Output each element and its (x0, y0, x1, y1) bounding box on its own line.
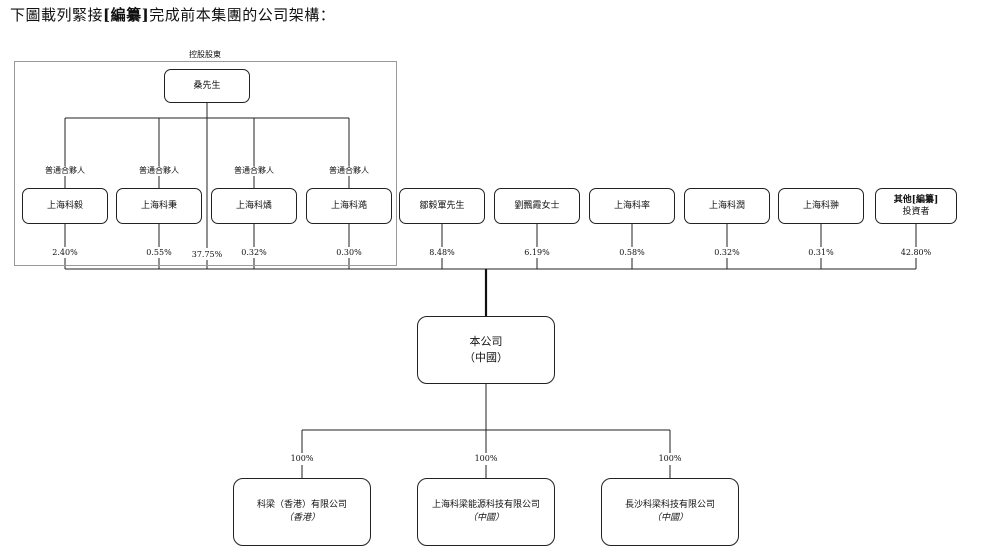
node-shanghai-keyi[interactable]: 上海科毅 (22, 188, 108, 224)
node-company[interactable]: 本公司 （中國） (417, 316, 555, 384)
node-label: 桑先生 (193, 81, 221, 91)
node-label: 上海科澔 (330, 201, 367, 211)
node-shanghai-kerun[interactable]: 上海科潤 (684, 188, 770, 224)
pct-label: 42.80% (900, 248, 932, 257)
gp-label: 普通合夥人 (45, 166, 85, 175)
subsidiary-jurisdiction: （中國） (467, 513, 504, 523)
pct-label: 0.58% (619, 248, 645, 257)
subsidiary-name: 上海科梁能源科技有限公司 (431, 500, 540, 510)
controlling-shareholders-title: 控股股東 (189, 50, 221, 59)
intro-suffix: 完成前本集團的公司架構： (149, 6, 336, 24)
node-label: 上海科燏 (235, 201, 272, 211)
pct-label: 0.32% (241, 248, 267, 257)
pct-label: 0.55% (146, 248, 172, 257)
gp-label: 普通合夥人 (234, 166, 274, 175)
node-shanghai-kehao[interactable]: 上海科澔 (306, 188, 392, 224)
subsidiary-jurisdiction: （香港） (283, 513, 320, 523)
node-other-investors[interactable]: 其他[編纂] 投資者 (875, 188, 957, 224)
intro-prefix: 下圖載列緊接 (10, 6, 104, 24)
node-subsidiary-shanghai[interactable]: 上海科梁能源科技有限公司 （中國） (417, 478, 555, 546)
node-label: 上海科秉 (140, 201, 177, 211)
node-shanghai-keyu[interactable]: 上海科燏 (211, 188, 297, 224)
intro-sentence: 下圖載列緊接[編纂]完成前本集團的公司架構： (10, 4, 335, 25)
subsidiary-name: 長沙科梁科技有限公司 (624, 500, 715, 510)
node-label: 上海科率 (613, 201, 650, 211)
intro-bracket: [編纂] (103, 6, 150, 24)
pct-label: 100% (658, 454, 682, 463)
pct-label: 0.30% (336, 248, 362, 257)
company-jurisdiction: （中國） (464, 351, 508, 364)
node-label: 鄒毅軍先生 (419, 201, 465, 211)
node-ms-liu[interactable]: 劉飄霞女士 (494, 188, 580, 224)
node-mr-sang[interactable]: 桑先生 (164, 69, 250, 103)
node-shanghai-kechong[interactable]: 上海科翀 (778, 188, 864, 224)
gp-label: 普通合夥人 (329, 166, 369, 175)
company-name: 本公司 (469, 335, 503, 348)
node-subsidiary-hk[interactable]: 科梁（香港）有限公司 （香港） (233, 478, 371, 546)
subsidiary-jurisdiction: （中國） (651, 513, 688, 523)
node-subsidiary-changsha[interactable]: 長沙科梁科技有限公司 （中國） (601, 478, 739, 546)
node-label: 上海科潤 (708, 201, 745, 211)
pct-label: 100% (474, 454, 498, 463)
node-mr-zou[interactable]: 鄒毅軍先生 (399, 188, 485, 224)
node-label-line2: 投資者 (902, 207, 930, 217)
node-label: 上海科翀 (802, 201, 839, 211)
node-label: 上海科毅 (46, 201, 83, 211)
pct-label: 37.75% (191, 250, 223, 259)
node-label-line1: 其他[編纂] (893, 195, 939, 205)
gp-label: 普通合夥人 (139, 166, 179, 175)
pct-label: 2.40% (52, 248, 78, 257)
node-label: 劉飄霞女士 (514, 201, 560, 211)
subsidiary-name: 科梁（香港）有限公司 (256, 500, 347, 510)
pct-label: 100% (290, 454, 314, 463)
controlling-shareholders-frame (14, 61, 397, 266)
pct-label: 8.48% (429, 248, 455, 257)
node-shanghai-kebing[interactable]: 上海科秉 (116, 188, 202, 224)
pct-label: 0.31% (808, 248, 834, 257)
node-shanghai-kelv[interactable]: 上海科率 (589, 188, 675, 224)
pct-label: 0.32% (714, 248, 740, 257)
pct-label: 6.19% (524, 248, 550, 257)
